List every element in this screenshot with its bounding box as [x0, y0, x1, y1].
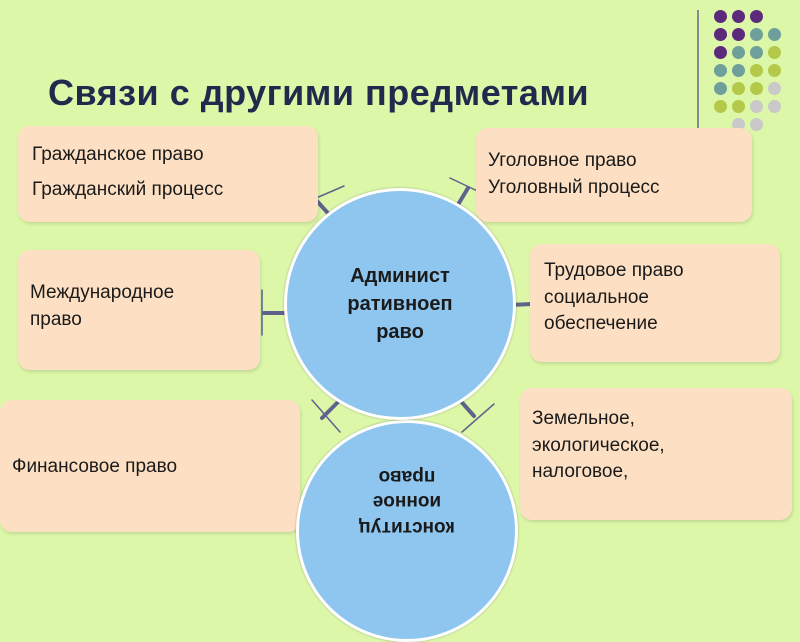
box-line: обеспечение	[544, 313, 658, 335]
dot	[750, 100, 763, 113]
dot	[714, 10, 727, 23]
dot	[732, 100, 745, 113]
connector-financial-tick	[311, 399, 341, 433]
dot	[714, 28, 727, 41]
dot	[768, 82, 781, 95]
dot	[714, 82, 727, 95]
box-line: Уголовное право	[488, 150, 637, 171]
dot	[732, 82, 745, 95]
dot	[768, 28, 781, 41]
box-line: экологическое,	[532, 434, 665, 456]
dot	[750, 28, 763, 41]
box-line: налоговое,	[532, 461, 629, 483]
circle-line: раво	[376, 321, 424, 343]
box-international-law: Международное право	[18, 250, 260, 370]
box-line: Земельное,	[532, 408, 635, 429]
dot	[750, 46, 763, 59]
box-line: Международное	[30, 282, 175, 303]
box-criminal-law: Уголовное право Уголовный процесс	[476, 128, 752, 222]
dot	[768, 46, 781, 59]
box-line: Трудовое право	[544, 260, 684, 281]
box-line: право	[30, 308, 82, 330]
circle-line: конституц	[359, 516, 455, 538]
box-line: социальное	[544, 286, 649, 308]
dot	[750, 64, 763, 77]
dot	[732, 28, 745, 41]
dot	[750, 118, 763, 131]
page-title: Связи с другими предметами	[48, 72, 590, 113]
dot	[714, 46, 727, 59]
dot	[768, 64, 781, 77]
dot	[750, 82, 763, 95]
box-line: Гражданский процесс	[32, 178, 224, 200]
dot	[732, 64, 745, 77]
circle-line: ративноеп	[347, 293, 453, 315]
box-financial-law: Финансовое право	[0, 400, 300, 532]
box-line: Уголовный процесс	[488, 176, 660, 198]
circle-line: Админист	[350, 265, 450, 287]
box-civil-law: Гражданское право Гражданский процесс	[18, 126, 318, 222]
dot	[768, 100, 781, 113]
circle-administrative-law: Админист ративноеп раво	[284, 188, 516, 420]
box-line: Гражданское право	[32, 144, 204, 165]
box-line: Финансовое право	[12, 456, 178, 477]
dot	[732, 118, 745, 131]
circle-line: ионное	[372, 490, 442, 512]
box-labor-law: Трудовое право социальное обеспечение	[530, 244, 780, 362]
divider-line	[697, 10, 699, 128]
dot	[732, 46, 745, 59]
dot	[714, 64, 727, 77]
box-land-law: Земельное, экологическое, налоговое,	[520, 388, 792, 520]
dot	[714, 100, 727, 113]
circle-line: право	[378, 465, 436, 487]
rotated-label: конституц ионное право	[359, 463, 455, 540]
dot	[750, 10, 763, 23]
connector-land-tick	[461, 403, 495, 433]
circle-constitutional-law: конституц ионное право	[296, 420, 518, 642]
dot	[732, 10, 745, 23]
